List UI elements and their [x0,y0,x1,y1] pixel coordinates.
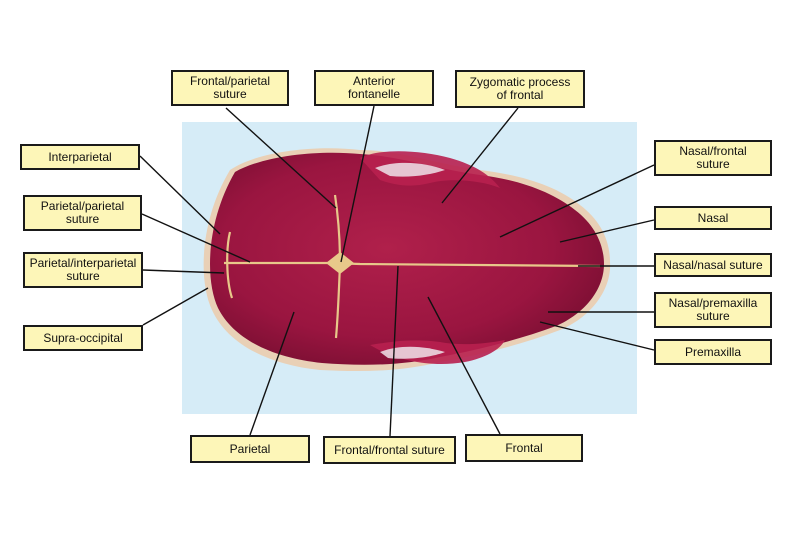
label-frontal-frontal-suture: Frontal/frontal suture [323,436,456,464]
label-zygomatic-process-of-frontal: Zygomatic process of frontal [455,70,585,108]
leader-frontal [427,296,501,435]
label-nasal: Nasal [654,206,772,230]
zygomatic-gap-upper [375,162,445,177]
label-frontal-parietal-suture: Frontal/parietal suture [171,70,289,106]
label-nasal-frontal-suture: Nasal/frontal suture [654,140,772,176]
label-parietal: Parietal [190,435,310,463]
leader-nasal [559,219,655,243]
leader-parietal-parietal-suture [141,213,251,263]
leader-parietal [249,311,295,436]
leader-zygomatic-process [441,107,519,204]
zygomatic-gap-lower [380,346,445,359]
skull-bone [210,152,604,365]
label-premaxilla: Premaxilla [654,339,772,365]
leader-lines [139,105,655,437]
leader-supra-occipital [142,287,209,326]
label-parietal-parietal-suture: Parietal/parietal suture [23,195,142,231]
leader-frontal-parietal-suture [225,107,337,209]
label-interparietal: Interparietal [20,144,140,170]
label-nasal-premaxilla-suture: Nasal/premaxilla suture [654,292,772,328]
label-supra-occipital: Supra-occipital [23,325,143,351]
fontanelle-spot [326,252,354,274]
label-parietal-interparietal-suture: Parietal/interparietal suture [23,252,143,288]
label-nasal-nasal-suture: Nasal/nasal suture [654,253,772,277]
leader-premaxilla [539,321,655,351]
leader-frontal-frontal-suture [389,265,399,437]
parietal-interparietal-suture [226,231,234,299]
label-anterior-fontanelle: Anterior fontanelle [314,70,434,106]
leader-parietal-interparietal-suture [142,269,225,274]
leader-anterior-fontanelle [340,105,375,263]
leader-interparietal [139,155,221,235]
label-frontal: Frontal [465,434,583,462]
leader-nasal-frontal-suture [499,164,655,238]
